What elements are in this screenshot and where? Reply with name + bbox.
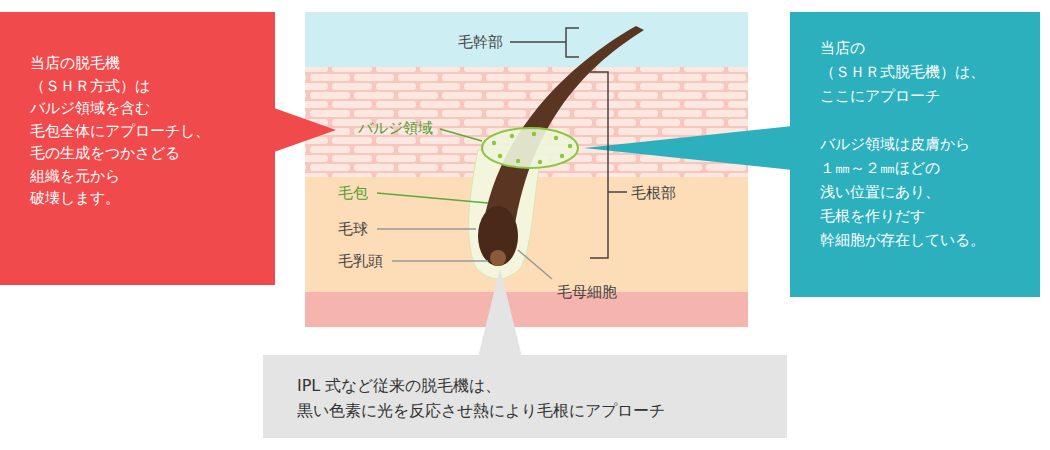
callout-text: 当店の （ＳＨＲ式脱毛機）は、 ここにアプローチ [820, 36, 987, 108]
brackets [510, 28, 627, 258]
callout-text: IPL 式など従来の脱毛機は、 黒い色素に光を反応させ熱により毛根にアプローチ [297, 373, 686, 423]
hair-bulb [478, 206, 518, 266]
subcutis-band [305, 292, 748, 327]
callout-box: 当店の （ＳＨＲ式脱毛機）は、 ここにアプローチバルジ領域は皮膚から １㎜～２㎜… [790, 12, 1040, 297]
hair-shaft [482, 26, 644, 232]
epidermis-band [305, 67, 748, 177]
air-band [305, 12, 748, 67]
leader-lines [377, 129, 552, 279]
part-label: 毛球 [338, 219, 368, 239]
part-label: 毛乳頭 [338, 251, 383, 271]
dermal-papilla [490, 250, 506, 266]
note-box: IPL 式など従来の脱毛機は、 黒い色素に光を反応させ熱により毛根にアプローチ [263, 355, 787, 438]
part-label: 毛包 [338, 183, 368, 203]
skin-section [305, 12, 748, 327]
callout-tail [478, 268, 522, 357]
callout-tail [274, 108, 336, 152]
part-label: 毛根部 [631, 183, 676, 203]
callout-box: 当店の脱毛機 （ＳＨＲ方式）は バルジ領域を含む 毛包全体にアプローチし、 毛の… [0, 12, 275, 285]
callout-body: バルジ領域は皮膚から １㎜～２㎜ほどの 浅い位置にあり、 毛根を作りだす 幹細胞… [820, 132, 987, 252]
callout-text: 当店の脱毛機 （ＳＨＲ方式）は バルジ領域を含む 毛包全体にアプローチし、 毛の… [30, 52, 212, 210]
callout-tail [584, 126, 792, 170]
bulge-region [482, 128, 578, 168]
part-label: 毛母細胞 [557, 282, 617, 302]
part-label: 毛幹部 [458, 32, 503, 52]
part-label: バルジ領域 [358, 118, 433, 138]
stem-cell-dots [492, 132, 572, 164]
epidermis-cells [305, 67, 748, 177]
